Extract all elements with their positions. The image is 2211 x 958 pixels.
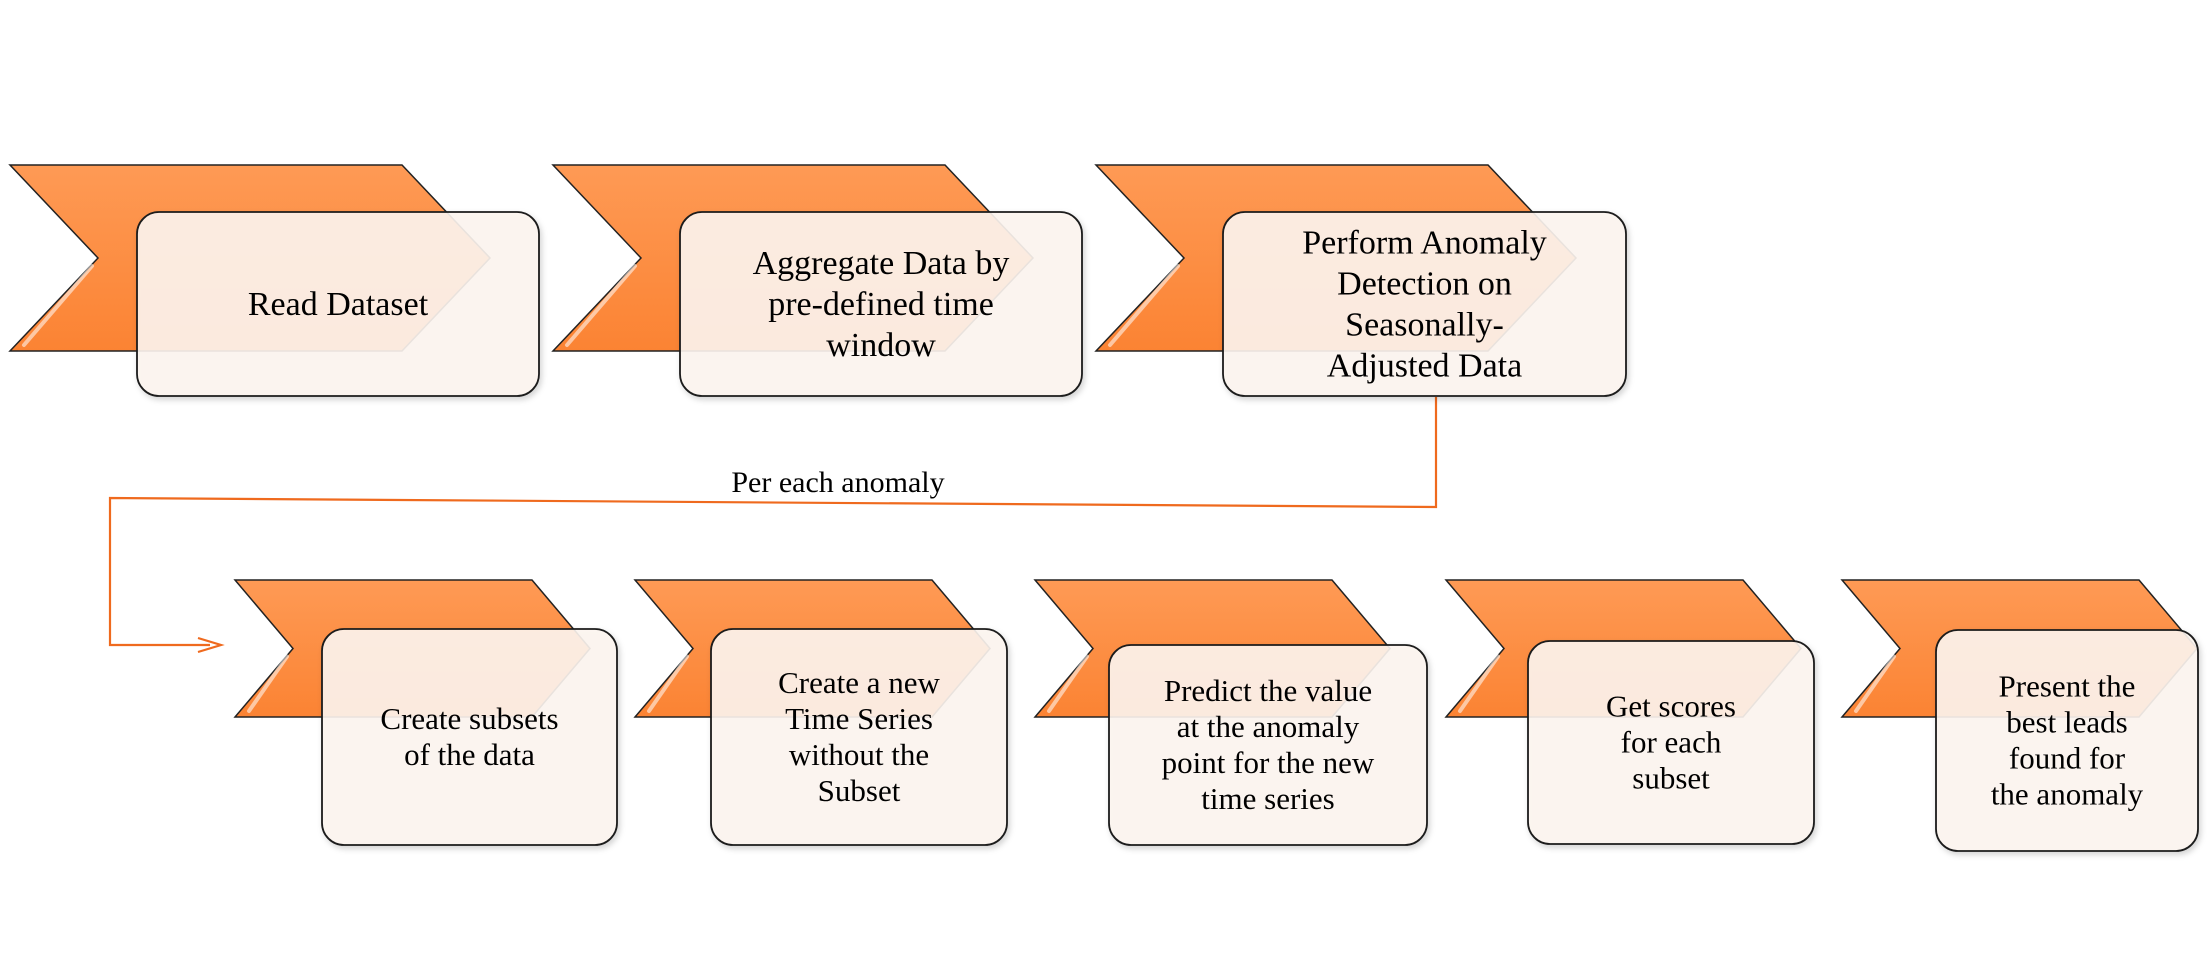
read-dataset-label-line: Read Dataset xyxy=(248,286,429,323)
perform-anomaly-detection-label-line: Adjusted Data xyxy=(1327,348,1522,385)
read-dataset-chevron-highlight xyxy=(22,264,94,347)
aggregate-data-label-line: Aggregate Data by xyxy=(753,245,1010,282)
get-scores-label-line: for each xyxy=(1621,725,1722,760)
get-scores-box xyxy=(1527,640,1815,845)
aggregate-data-label-line: pre-defined time xyxy=(768,286,994,323)
aggregate-data-label-line: window xyxy=(826,327,936,364)
present-leads-box xyxy=(1935,629,2199,852)
present-leads-label-line: the anomaly xyxy=(1991,777,2144,812)
predict-value-chevron-highlight xyxy=(1047,654,1089,713)
get-scores-chevron-highlight xyxy=(1458,654,1500,713)
read-dataset-step: Read Dataset xyxy=(136,211,540,397)
aggregate-data-step: Aggregate Data by pre-defined time window xyxy=(679,211,1083,397)
create-time-series-box xyxy=(710,628,1008,846)
create-subsets-label-line: of the data xyxy=(404,737,535,772)
perform-anomaly-detection-chevron-highlight xyxy=(1108,264,1180,347)
predict-value-box xyxy=(1108,644,1428,846)
predict-value-label-line: time series xyxy=(1201,781,1334,816)
create-time-series-label-line: Subset xyxy=(818,773,901,808)
read-dataset-box xyxy=(136,211,540,397)
present-leads-label-line: found for xyxy=(2009,741,2126,776)
perform-anomaly-detection-label-line: Perform Anomaly xyxy=(1302,225,1547,262)
perform-anomaly-detection-box xyxy=(1222,211,1627,397)
perform-anomaly-detection-label-line: Detection on xyxy=(1337,266,1512,303)
present-leads-label-line: best leads xyxy=(2006,705,2127,740)
connector-arrowhead xyxy=(197,636,225,654)
create-time-series-chevron-highlight xyxy=(647,654,689,713)
create-subsets-box xyxy=(321,628,618,846)
create-time-series-label-line: Time Series xyxy=(785,701,933,736)
anomaly-connector-line xyxy=(108,397,1438,647)
create-subsets-chevron-highlight xyxy=(247,654,289,713)
predict-value-label-line: at the anomaly xyxy=(1177,709,1360,744)
aggregate-data-box xyxy=(679,211,1083,397)
present-leads-label-line: Present the xyxy=(1999,669,2136,704)
create-subsets-label-line: Create subsets xyxy=(380,701,558,736)
predict-value-label-line: point for the new xyxy=(1162,745,1375,780)
create-time-series-label-line: without the xyxy=(789,737,929,772)
predict-value-label-line: Predict the value xyxy=(1164,673,1372,708)
present-leads-chevron-highlight xyxy=(1854,654,1896,713)
connector-label: Per each anomaly xyxy=(731,466,944,499)
create-time-series-label-line: Create a new xyxy=(778,665,940,700)
boxes-layer: Read Dataset Aggregate Data by pre-defined… xyxy=(136,211,2199,852)
perform-anomaly-detection-label-line: Seasonally- xyxy=(1345,307,1504,344)
aggregate-data-chevron-highlight xyxy=(565,264,637,347)
get-scores-label-line: subset xyxy=(1632,761,1710,796)
connector-layer: Per each anomaly xyxy=(108,397,1438,654)
get-scores-label-line: Get scores xyxy=(1606,689,1736,724)
